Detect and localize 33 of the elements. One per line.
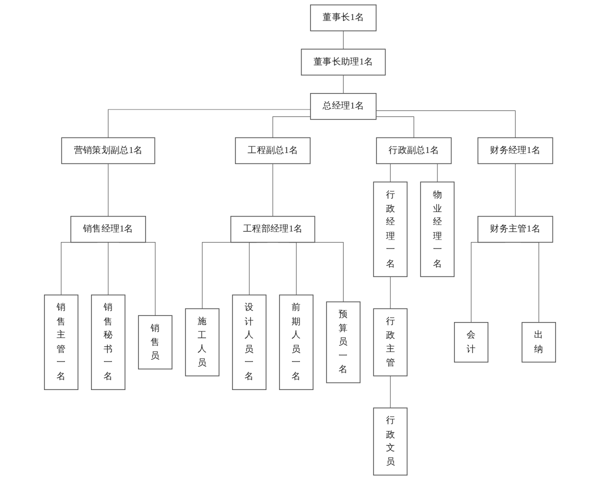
node-box: 销售主管一名: [44, 294, 78, 390]
node-box: 会计: [454, 322, 488, 363]
node-box: 工程部经理1名: [230, 216, 316, 243]
connector: [376, 116, 414, 138]
node-box: 前期人员一名: [279, 294, 314, 390]
connector: [108, 109, 311, 138]
node-box: 销售经理1名: [70, 216, 146, 243]
node-box: 施工人员: [185, 308, 220, 376]
connector: [272, 163, 274, 217]
node-box: 预算员一名: [326, 301, 361, 384]
node-box: 董事长助理1名: [300, 48, 386, 76]
connector: [515, 163, 516, 217]
node-box: 营销策划副总1名: [61, 137, 156, 164]
node-box: 物业经理一名: [420, 182, 455, 278]
node-box: 销售员: [138, 315, 172, 370]
connector: [343, 30, 344, 50]
node-box: 董事长1名: [310, 4, 377, 32]
node-box: 行政主管: [373, 308, 408, 376]
connector: [376, 110, 516, 138]
node-box: 行政副总1名: [376, 137, 452, 164]
node-box: 设计人员一名: [232, 294, 266, 390]
node-box: 行政经理一名: [373, 182, 408, 278]
node-box: 行政文员: [373, 408, 408, 476]
connector: [272, 116, 311, 138]
node-box: 销售秘书一名: [91, 294, 126, 390]
node-box: 出纳: [522, 322, 556, 363]
node-box: 财务主管1名: [478, 216, 554, 243]
node-box: 工程副总1名: [234, 137, 311, 164]
node-box: 财务经理1名: [478, 137, 554, 164]
connector: [390, 376, 391, 408]
connector: [390, 276, 391, 309]
node-box: 总经理1名: [310, 93, 377, 120]
connector: [343, 74, 344, 94]
